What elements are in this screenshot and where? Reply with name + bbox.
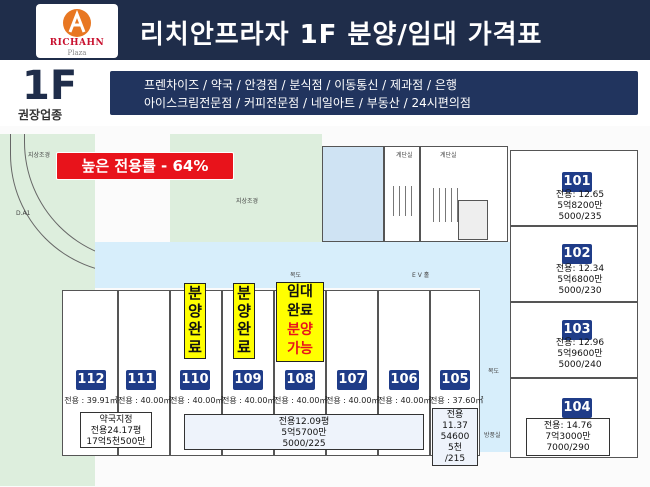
unit-area: 전용 : 40.00㎡ xyxy=(170,396,224,405)
price-line: 전용: 14.76 xyxy=(543,421,593,431)
price-line: 5000/235 xyxy=(558,212,602,222)
unit-area: 전용 : 39.91㎡ xyxy=(64,396,118,405)
price-line: 5억9600만 xyxy=(557,349,603,359)
landscape-top xyxy=(170,134,322,242)
logo-sub: Plaza xyxy=(67,49,87,57)
unit-badge: 111 xyxy=(126,370,156,390)
corridor-label: 복도 xyxy=(290,272,302,279)
logo-text: RICHAHN xyxy=(49,38,105,48)
price-line: /215 xyxy=(444,454,466,464)
price-line: 약국지정 xyxy=(99,415,133,425)
recommend-list: 프렌차이즈 / 약국 / 안경점 / 분식점 / 이동통신 / 제과점 / 은행… xyxy=(110,71,638,115)
ev-label: E V 홀 xyxy=(412,272,430,279)
stair-steps-2 xyxy=(428,188,458,222)
unit-102-room[interactable] xyxy=(510,226,638,302)
unit-badge: 108 xyxy=(285,370,315,390)
unit-area: 전용 : 40.00㎡ xyxy=(222,396,276,405)
tag-text: 가능 xyxy=(287,341,313,357)
corridor xyxy=(95,242,510,288)
tag-char: 분 xyxy=(188,284,202,302)
unit-badge: 110 xyxy=(180,370,210,390)
elevator-shaft xyxy=(458,200,488,240)
price-box-103: 전용: 12.96 5억9600만 5000/240 xyxy=(540,336,620,372)
price-line: 5억6800만 xyxy=(557,275,603,285)
da-label: D.A1 xyxy=(16,210,31,217)
landscape-label: 지상조경 xyxy=(28,152,51,159)
unit-badge: 107 xyxy=(337,370,367,390)
price-line: 54600 xyxy=(440,432,470,442)
tag-text: 분양 xyxy=(287,322,313,338)
unit-badge: 112 xyxy=(76,370,106,390)
tag-text: 완료 xyxy=(287,303,313,319)
price-line: 전용: 12.96 xyxy=(555,338,605,348)
tag-text: 임대 xyxy=(287,284,313,300)
unit-area: 전용 : 40.00㎡ xyxy=(378,396,432,405)
efficiency-highlight: 높은 전용률 - 64% xyxy=(56,152,234,180)
price-line: 전용: 12.34 xyxy=(555,264,605,274)
stair-steps-1 xyxy=(388,186,416,216)
price-line: 7000/290 xyxy=(546,443,590,453)
status-tag-109: 분 양 완 료 xyxy=(233,283,255,359)
price-line: 5000/240 xyxy=(558,360,602,370)
price-box-105: 전용 11.37 54600 5천 /215 xyxy=(432,408,478,466)
unit-badge: 103 xyxy=(562,320,592,340)
price-line: 5000/230 xyxy=(558,286,602,296)
logo-mark-icon xyxy=(63,9,91,37)
status-tag-108: 임대 완료 분양 가능 xyxy=(276,282,324,362)
unit-area: 전용 : 37.60㎡ xyxy=(430,396,484,405)
unit-103-room[interactable] xyxy=(510,302,638,378)
price-line: 전용24.17평 xyxy=(90,426,142,436)
price-line: 5억5700만 xyxy=(281,428,327,438)
landscape-label-2: 지상조경 xyxy=(236,198,259,205)
price-line: 17억5천500만 xyxy=(86,437,146,447)
page-title: 리치안프라자 1F 분양/임대 가격표 xyxy=(140,20,543,50)
tag-char: 완 xyxy=(237,320,251,338)
price-box-middle: 전용12.09평 5억5700만 5000/225 xyxy=(184,414,424,450)
price-line: 전용12.09평 xyxy=(278,417,330,427)
price-line: 전용 xyxy=(446,410,464,420)
price-line: 5천 xyxy=(447,443,462,453)
recommend-label: 권장업종 xyxy=(18,108,63,122)
price-box-104: 전용: 14.76 7억3000만 7000/290 xyxy=(526,418,610,456)
tag-char: 료 xyxy=(188,338,202,356)
price-line: 5000/225 xyxy=(282,439,326,449)
unit-badge: 101 xyxy=(562,172,592,192)
tag-char: 완 xyxy=(188,320,202,338)
unit-area: 전용 : 40.00㎡ xyxy=(326,396,380,405)
unit-badge: 109 xyxy=(233,370,263,390)
unit-area: 전용 : 40.00㎡ xyxy=(274,396,328,405)
tag-char: 료 xyxy=(237,338,251,356)
unit-badge: 104 xyxy=(562,398,592,418)
recommend-line-2: 아이스크림전문점 / 커피전문점 / 네일아트 / 부동산 / 24시편의점 xyxy=(144,96,471,110)
stair-label-1: 계단실 xyxy=(396,152,413,159)
price-box-112: 약국지정 전용24.17평 17억5천500만 xyxy=(80,412,152,448)
restroom-block xyxy=(322,146,384,242)
unit-badge: 106 xyxy=(389,370,419,390)
corridor-vertical xyxy=(480,242,510,452)
richahn-logo: RICHAHN Plaza xyxy=(36,4,118,58)
floor-label: 1F xyxy=(22,63,78,109)
price-box-102: 전용: 12.34 5억6800만 5000/230 xyxy=(540,262,620,298)
price-line: 7억3000만 xyxy=(545,432,591,442)
unit-badge: 105 xyxy=(440,370,470,390)
lobby-label: 방풍실 xyxy=(484,432,501,439)
stair-label-2: 계단실 xyxy=(440,152,457,159)
price-line: 전용: 12.65 xyxy=(555,190,605,200)
price-line: 5억8200만 xyxy=(557,201,603,211)
price-box-101: 전용: 12.65 5억8200만 5000/235 xyxy=(540,188,620,224)
status-tag-110: 분 양 완 료 xyxy=(184,283,206,359)
tag-char: 양 xyxy=(188,302,202,320)
unit-badge: 102 xyxy=(562,244,592,264)
tag-char: 분 xyxy=(237,284,251,302)
corridor-label-2: 복도 xyxy=(488,368,500,375)
price-line: 11.37 xyxy=(442,421,468,431)
header-bar: RICHAHN Plaza 리치안프라자 1F 분양/임대 가격표 xyxy=(0,0,650,60)
unit-area: 전용 : 40.00㎡ xyxy=(118,396,172,405)
recommend-line-1: 프렌차이즈 / 약국 / 안경점 / 분식점 / 이동통신 / 제과점 / 은행 xyxy=(144,78,457,92)
tag-char: 양 xyxy=(237,302,251,320)
